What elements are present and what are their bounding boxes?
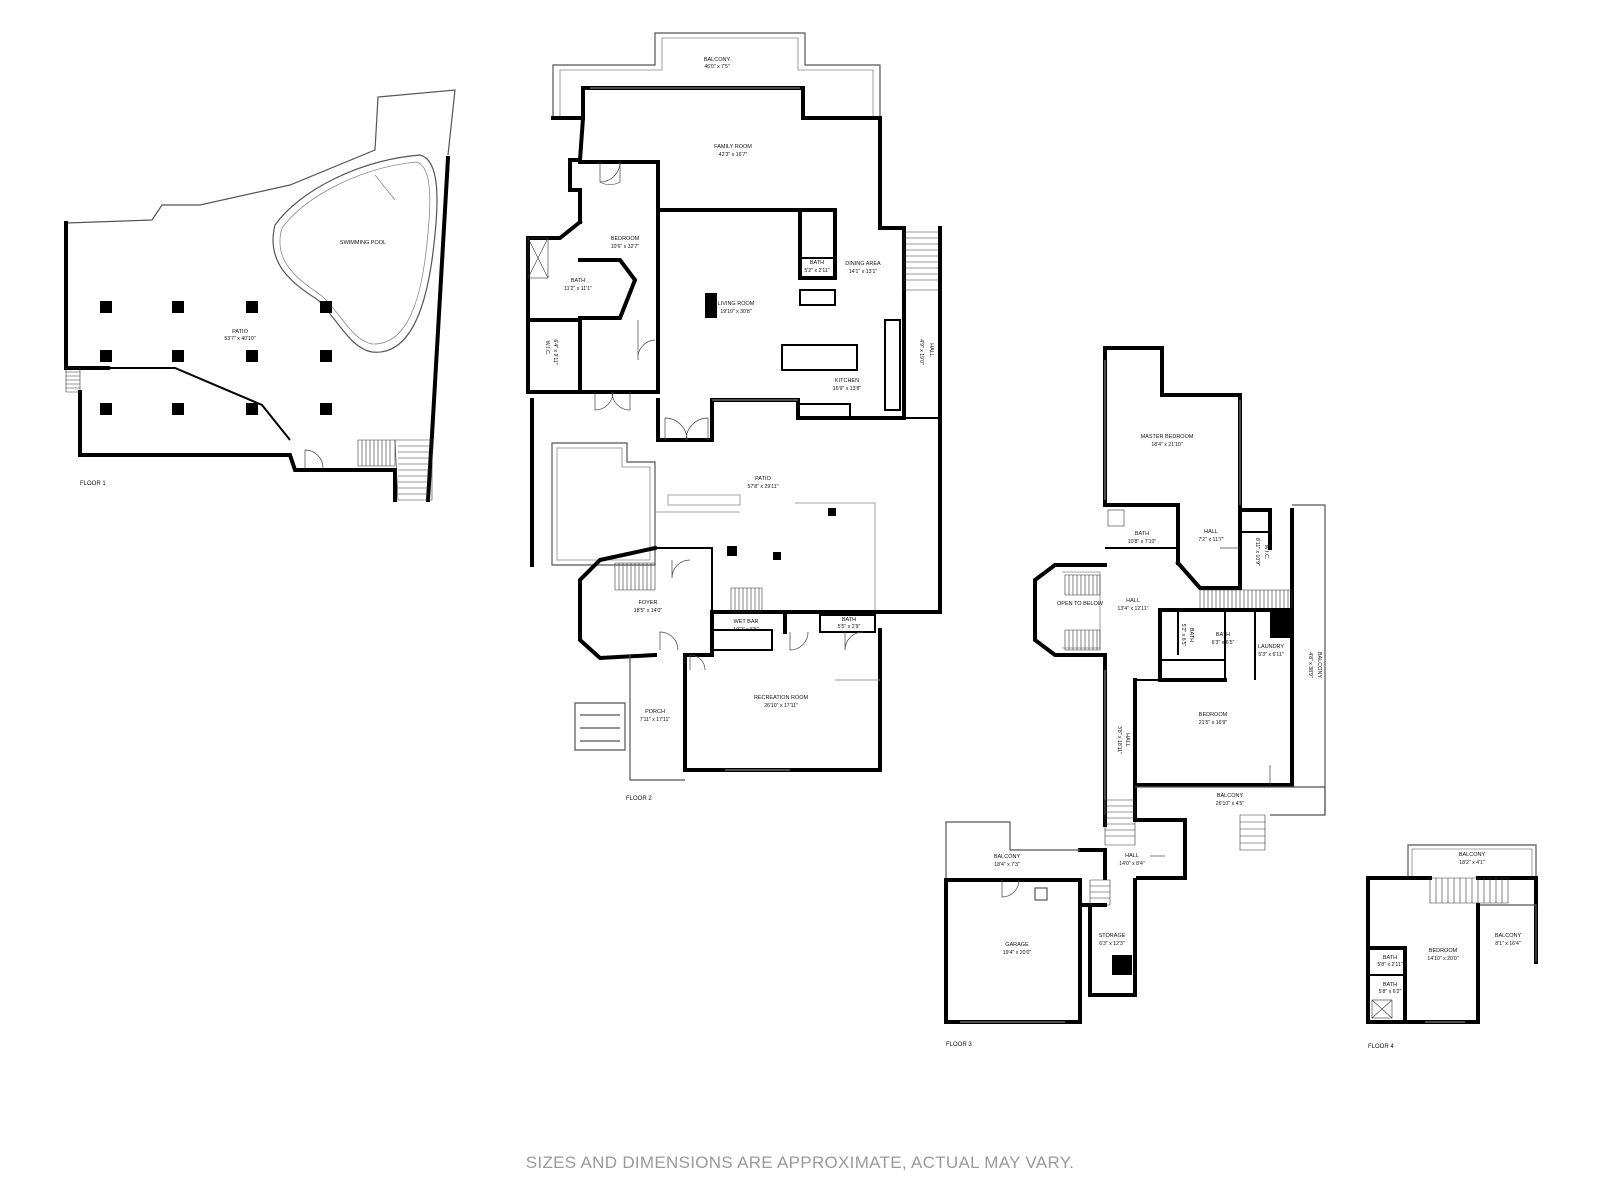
f4-balcony-top-dim: 18'2" x 4'1" (1459, 860, 1485, 866)
f3-open-below-name: OPEN TO BELOW (1057, 601, 1104, 607)
f2-bath-main-name: BATH (571, 278, 585, 284)
floor-1: SWIMMING POOL PATIO 53'7" x 40'10" FLOOR… (64, 89, 456, 503)
f3-hall-center-dim: 13'4" x 12'11" (1118, 606, 1149, 612)
f2-patio-name: PATIO (755, 476, 771, 482)
f2-bath-rec-dim: 5'5" x 2'9" (838, 624, 861, 630)
f2-balcony-name: BALCONY (704, 57, 731, 63)
f3-storage-dim: 6'3" x 12'3" (1099, 941, 1125, 947)
f2-bath-small-dim: 5'2" x 2'11" (804, 268, 829, 274)
disclaimer-text: SIZES AND DIMENSIONS ARE APPROXIMATE, AC… (525, 1153, 1075, 1172)
f3-balcony-bottom-dim: 26'10" x 4'5" (1216, 801, 1245, 807)
f3-bath-center-name: BATH (1216, 632, 1230, 638)
f2-bath-small-name: BATH (810, 260, 824, 266)
f3-balcony-side-dim: 4'8" x 38'9" (1307, 652, 1313, 678)
f3-hall-bottom-name: HALL (1125, 853, 1139, 859)
f2-dining-name: DINING AREA (845, 261, 881, 267)
f1-patio-name: PATIO (232, 329, 248, 335)
f3-hall-long-dim: 3'8" x 18'11" (1116, 726, 1122, 754)
f2-wic-name: W.I.C. (544, 341, 550, 356)
f3-storage-name: STORAGE (1099, 933, 1126, 939)
f2-wet-bar-name: WET BAR (734, 619, 759, 625)
f4-bath-upper-name: BATH (1383, 955, 1397, 961)
f3-balcony-garage-dim: 18'4" x 7'3" (994, 862, 1020, 868)
f2-balcony-dim: 46'0" x 7'5" (704, 64, 730, 70)
f3-bedroom-dim: 21'5" x 16'9" (1199, 720, 1228, 726)
f2-bath-main-dim: 11'2" x 11'1" (564, 286, 592, 292)
f3-bath-tub-dim: 5'2" x 6'5" (1180, 624, 1186, 647)
f3-balcony-garage-name: BALCONY (994, 854, 1021, 860)
f2-porch-name: PORCH (645, 709, 665, 715)
floor-2-label: FLOOR 2 (626, 796, 652, 802)
f2-rec-room-name: RECREATION ROOM (754, 695, 809, 701)
f3-bath-center-dim: 6'3" x 6'5" (1212, 640, 1235, 646)
f2-living-room-name: LIVING ROOM (718, 301, 755, 307)
swimming-pool-outline (272, 154, 438, 353)
f3-balcony-bottom-name: BALCONY (1217, 793, 1244, 799)
floor-3: MASTER BEDROOM 18'4" x 21'10" BATH 10'8"… (944, 346, 1326, 1048)
f3-laundry-dim: 5'3" x 6'11" (1258, 652, 1283, 658)
f2-family-room-dim: 42'3" x 16'7" (719, 152, 748, 158)
f3-balcony-side-name: BALCONY (1316, 652, 1322, 679)
f4-balcony-top-name: BALCONY (1459, 852, 1486, 858)
f2-kitchen-name: KITCHEN (835, 378, 859, 384)
f2-kitchen-dim: 16'9" x 13'8" (833, 386, 862, 392)
f2-porch-dim: 7'11" x 17'11" (640, 717, 671, 723)
f2-foyer-dim: 18'5" x 14'0" (634, 608, 663, 614)
f2-wic-dim: 6'4" x 9'11" (552, 339, 558, 364)
f3-master-dim: 18'4" x 21'10" (1151, 442, 1182, 448)
f3-garage-dim: 19'4" x 20'0" (1003, 950, 1032, 956)
f1-pool-name: SWIMMING POOL (340, 240, 386, 246)
f2-dining-dim: 14'1" x 13'1" (849, 269, 878, 275)
f2-rec-room-dim: 26'10" x 17'11" (764, 703, 798, 709)
f2-hall-dim: 4'9" x 19'0" (918, 339, 924, 365)
f3-hall-center-name: HALL (1126, 598, 1140, 604)
floor-4: BALCONY 18'2" x 4'1" BALCONY 8'1" x 16'4… (1366, 844, 1538, 1050)
floor-2: BALCONY 46'0" x 7'5" FAMILY ROOM 42'3" x… (526, 32, 942, 802)
f2-family-room-name: FAMILY ROOM (714, 144, 752, 150)
f3-hall-master-dim: 7'2" x 11'7" (1198, 537, 1223, 543)
f2-bedroom-name: BEDROOM (611, 236, 640, 242)
f2-bath-rec-name: BATH (842, 617, 856, 623)
f3-hall-master-name: HALL (1204, 529, 1218, 535)
f2-patio-dim: 57'8" x 29'11" (748, 484, 779, 490)
f2-foyer-name: FOYER (639, 600, 658, 606)
f3-garage-name: GARAGE (1005, 942, 1029, 948)
f3-bedroom-name: BEDROOM (1199, 712, 1228, 718)
f4-bath-lower-name: BATH (1383, 982, 1397, 988)
f4-balcony-side-dim: 8'1" x 16'4" (1495, 941, 1521, 947)
f3-laundry-name: LAUNDRY (1258, 644, 1285, 650)
f4-bath-upper-dim: 5'8" x 2'11" (1377, 962, 1402, 968)
f3-hall-long-name: HALL (1124, 733, 1130, 747)
f1-patio-dim: 53'7" x 40'10" (224, 336, 255, 342)
floor-3-label: FLOOR 3 (946, 1042, 972, 1048)
f3-bath-master-dim: 10'8" x 7'10" (1128, 539, 1157, 545)
f4-bedroom-name: BEDROOM (1429, 948, 1458, 954)
f4-bedroom-dim: 14'10" x 20'0" (1427, 956, 1458, 962)
f4-bath-lower-dim: 5'8" x 6'2" (1379, 989, 1402, 995)
f3-wic-name: W.I.C. (1263, 545, 1269, 560)
f3-master-name: MASTER BEDROOM (1141, 434, 1194, 440)
f2-hall-name: HALL (928, 343, 934, 357)
floor-1-label: FLOOR 1 (80, 481, 106, 487)
f2-living-room-dim: 19'10" x 30'8" (720, 309, 751, 315)
f4-balcony-side-name: BALCONY (1495, 933, 1522, 939)
f3-bath-tub-name: BATH (1188, 628, 1194, 642)
f3-bath-master-name: BATH (1135, 531, 1149, 537)
f2-wet-bar-dim: 10'2" x 5'5" (733, 627, 759, 633)
f3-hall-bottom-dim: 14'0" x 8'4" (1119, 861, 1145, 867)
floor-4-label: FLOOR 4 (1368, 1044, 1394, 1050)
f3-wic-dim: 8'11" x 10'9" (1254, 538, 1260, 566)
f2-bedroom-dim: 10'6" x 32'7" (611, 244, 640, 250)
